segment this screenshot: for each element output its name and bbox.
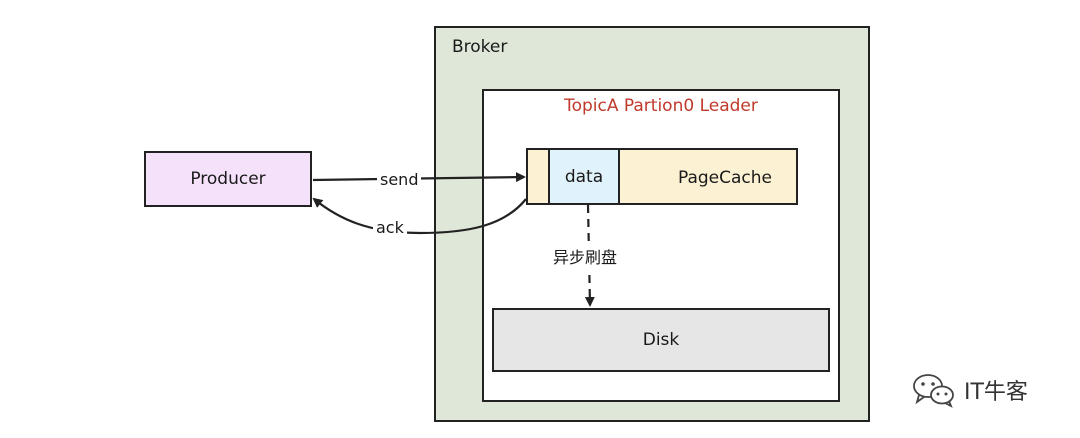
pagecache-label: PageCache: [677, 168, 773, 188]
data-label: data: [564, 166, 604, 187]
data-node: data: [548, 148, 620, 205]
send-edge-label: send: [377, 170, 422, 190]
producer-node: Producer: [144, 151, 312, 207]
broker-label: Broker: [452, 37, 508, 57]
wechat-icon: [913, 374, 954, 408]
async-flush-edge-label: 异步刷盘: [550, 246, 621, 270]
partition-leader-label: TopicA Partion0 Leader: [564, 96, 758, 116]
producer-label: Producer: [190, 169, 266, 189]
watermark-text: IT牛客: [964, 380, 1028, 405]
watermark: IT牛客: [912, 372, 1028, 408]
disk-label: Disk: [642, 330, 680, 350]
ack-edge-label: ack: [373, 218, 407, 238]
disk-node: Disk: [492, 308, 830, 372]
